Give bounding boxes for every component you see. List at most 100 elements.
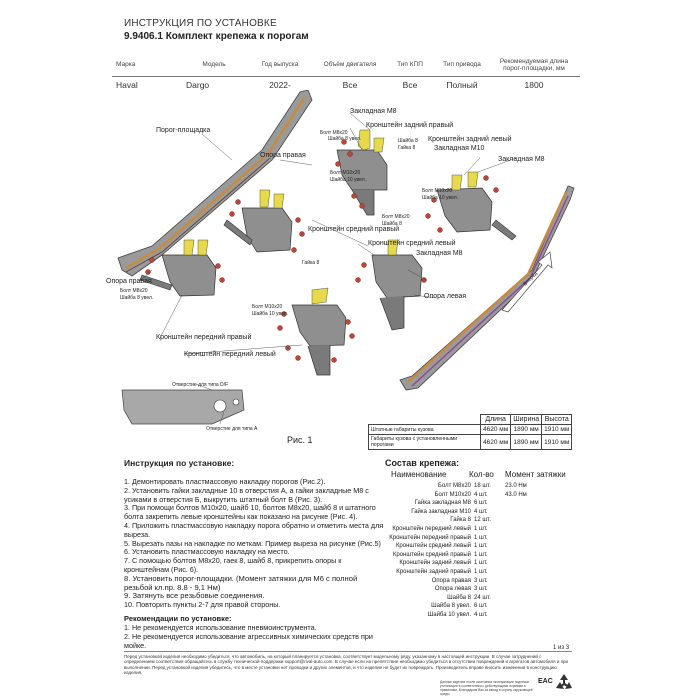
composition-heading: Состав крепежа:: [385, 458, 460, 468]
spec-gearbox: Все: [402, 79, 418, 90]
dims-col-height: Высота: [541, 414, 573, 425]
page-number: 1 из 3: [553, 645, 570, 651]
composition-item-qty: 4 шт.: [474, 491, 488, 498]
spec-year: 2022-: [269, 79, 291, 90]
dims-col-blank: [369, 415, 481, 425]
composition-col-torque: Момент затяжки: [505, 470, 566, 479]
label-washer-10-enl-c: Шайба 10 увел.: [252, 311, 289, 317]
spec-brand: Haval: [116, 79, 138, 90]
composition-item-name: Шайба 8 увел.: [431, 603, 471, 610]
composition-item-name: Кронштейн средний правый: [392, 551, 471, 558]
eac-mark: EAC: [538, 678, 553, 685]
dims-cell: 4620 мм: [479, 424, 512, 435]
hole-detail: [121, 383, 245, 425]
dims-col-length: Длина: [479, 414, 512, 425]
dimensions-table: Длина Ширина Высота Штатные габариты куз…: [368, 414, 573, 450]
label-zakladnaya-m8-right: Закладная М8: [498, 156, 545, 163]
leader-lines: [137, 112, 517, 355]
recycle-icon: [553, 672, 575, 694]
composition-item-name: Опора левая: [434, 586, 471, 593]
composition-item-name: Кронштейн задний правый: [396, 568, 471, 575]
label-zakladnaya-m10: Закладная М10: [434, 145, 485, 152]
bracket-rear-left: [436, 171, 517, 241]
label-washer-8-enl-c: Шайба 8 увел.: [120, 295, 154, 301]
composition-item-qty: 1 шт.: [474, 560, 488, 567]
instruction-step: 9. Затянуть все резьбовые соединения.: [124, 591, 265, 601]
bracket-mid-right: [223, 189, 293, 253]
label-bolt-m8x20-c: Болт М8х20: [120, 288, 148, 294]
instruction-step: 1. Демонтировать пластмассовую накладку …: [124, 477, 326, 486]
dims-cell: 1910 мм: [541, 424, 573, 435]
dims-cell: 1910 мм: [541, 434, 573, 450]
spec-col-model: Модель: [184, 54, 244, 77]
composition-item-name: Гайка закладная М8: [414, 500, 471, 507]
instruction-step: 7. С помощью болтов М8х20, гаек 8, шайб …: [124, 556, 342, 574]
recommendation-item: 2. Не рекомендуется использование агресс…: [124, 631, 373, 650]
instructions-heading: Инструкция по установке:: [124, 458, 235, 468]
dims-row-label: Штатные габариты кузова: [368, 424, 481, 435]
composition-item-qty: 12 шт.: [474, 517, 491, 524]
composition-item-name: Болт М10х20: [434, 491, 471, 498]
instruction-step: 10. Повторить пункты 2-7 для правой стор…: [124, 600, 281, 610]
footer-recycling-note: Данные изделия после окончания эксплуата…: [440, 680, 533, 696]
composition-item-name: Опора правая: [431, 577, 471, 584]
instruction-step: 2. Установить гайки закладные 10 в отвер…: [124, 485, 369, 504]
composition-item-qty: 1 шт.: [474, 551, 488, 558]
dims-cell: 1890 мм: [510, 424, 543, 435]
label-hole-df: Отверстие для типа D/F: [172, 382, 229, 388]
label-nut-8-b: Гайка 8: [302, 260, 320, 266]
label-bracket-front-right: Кронштейн передний правый: [156, 334, 252, 341]
composition-col-name: Наименование: [391, 470, 447, 479]
composition-item-qty: 1 шт.: [474, 534, 488, 541]
label-bolt-m8x20-a: Болт М8х20: [320, 130, 348, 136]
label-bracket-mid-left: Кронштейн средний левый: [368, 240, 456, 247]
composition-item-name: Шайба 8: [447, 594, 471, 601]
label-bracket-front-left: Кронштейн передний левый: [184, 351, 276, 358]
instruction-step: 4. Приложить пластмассовую накладку поро…: [124, 520, 384, 539]
composition-item-name: Кронштейн средний левый: [395, 543, 471, 550]
spec-table: Марка Модель Год выпуска Объём двигателя…: [112, 54, 580, 93]
recommendations-list: 1. Не рекомендуется использование пневмо…: [124, 623, 384, 650]
spec-col-drive: Тип привода: [436, 54, 488, 77]
composition-item-torque: 43.0 Нм: [505, 491, 527, 498]
label-support-right: Опора правая: [260, 152, 306, 159]
composition-item-qty: 24 шт.: [474, 594, 491, 601]
composition-item-qty: 3 шт.: [474, 586, 488, 593]
label-bolt-m10x20-a: Болт М10х20: [330, 170, 361, 176]
spec-model: Dargo: [186, 79, 210, 90]
composition-item-qty: 1 шт.: [474, 568, 488, 575]
composition-item-name: Кронштейн задний левый: [399, 560, 471, 567]
label-bracket-rear-left: Кронштейн задний левый: [428, 136, 512, 143]
label-bolt-m10x20-b: Болт М10х20: [422, 188, 453, 194]
dims-cell: 1890 мм: [510, 434, 543, 450]
label-bolt-m10x20-c: Болт М10х20: [252, 304, 283, 310]
assembly-drawing: [117, 90, 575, 425]
document-subtitle: 9.9406.1 Комплект крепежа к порогам: [124, 31, 309, 42]
composition-col-qty: Кол-во: [469, 470, 494, 479]
assembly-diagram: Закладная М8 Кронштейн задний правый Пор…: [106, 90, 587, 450]
composition-row: Шайба 10 увел.4 шт.: [385, 612, 585, 621]
spec-col-year: Год выпуска: [244, 54, 316, 77]
spec-data-row: Haval Dargo 2022- Все Все Полный 1800: [112, 76, 580, 93]
spec-col-gearbox: Тип КПП: [384, 54, 436, 77]
dims-cell: 4620 мм: [479, 434, 512, 450]
label-support-left: Опора левая: [424, 293, 467, 300]
label-threshold: Порог-площадка: [156, 127, 211, 134]
composition-item-name: Кронштейн передний левый: [392, 525, 471, 532]
spec-col-length: Рекомендуемая длина порог-площадки, мм: [488, 54, 580, 77]
label-bolt-m8x20-b: Болт М8х20: [382, 214, 410, 220]
composition-item-qty: 3 шт.: [474, 577, 488, 584]
instruction-step: 3. При помощи болтов М10х20, шайб 10, бо…: [124, 503, 376, 522]
bolts: [145, 139, 499, 363]
